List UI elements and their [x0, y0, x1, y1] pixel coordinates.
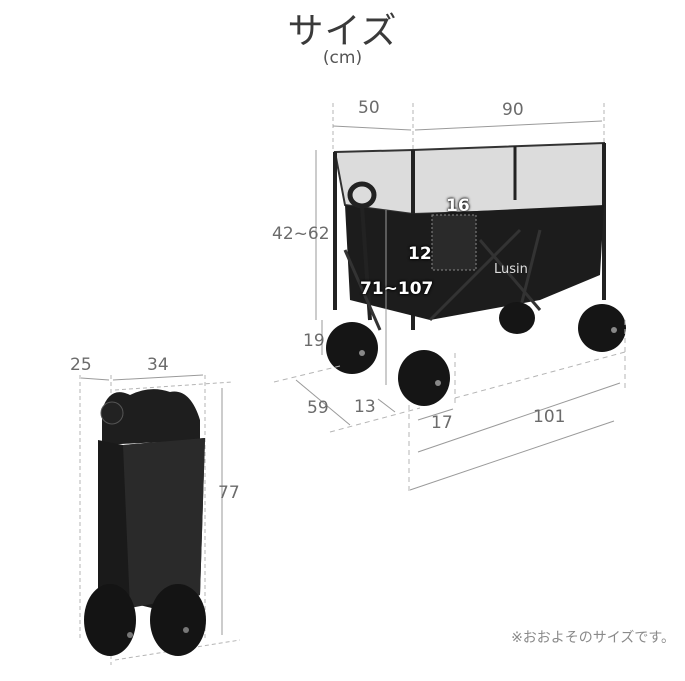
dim-folded-width: 34 [147, 355, 169, 375]
page-title: サイズ [287, 11, 398, 52]
dim-depth-top: 50 [358, 98, 380, 118]
brand-logo: Lusin [494, 262, 528, 277]
dim-wheel-diameter: 17 [431, 413, 453, 433]
dim-height-side: 42~62 [272, 224, 330, 244]
dim-pocket-height: 12 [408, 244, 432, 264]
open-wagon-illustration [273, 103, 626, 494]
dim-overall-length: 101 [533, 407, 566, 427]
dim-length-top: 90 [502, 100, 524, 120]
dim-folded-height: 77 [218, 483, 240, 503]
dim-folded-depth: 25 [70, 355, 92, 375]
dim-wheel-width: 13 [354, 397, 376, 417]
dim-pocket-width: 16 [446, 196, 470, 216]
dim-handle-height: 71~107 [360, 279, 434, 299]
dim-ground-clearance: 19 [303, 331, 325, 351]
dim-wheelbase-depth: 59 [307, 398, 329, 418]
folded-wagon-illustration [79, 374, 241, 665]
unit-label: (cm) [322, 48, 363, 68]
footnote: ※おおよそのサイズです。 [511, 630, 675, 646]
